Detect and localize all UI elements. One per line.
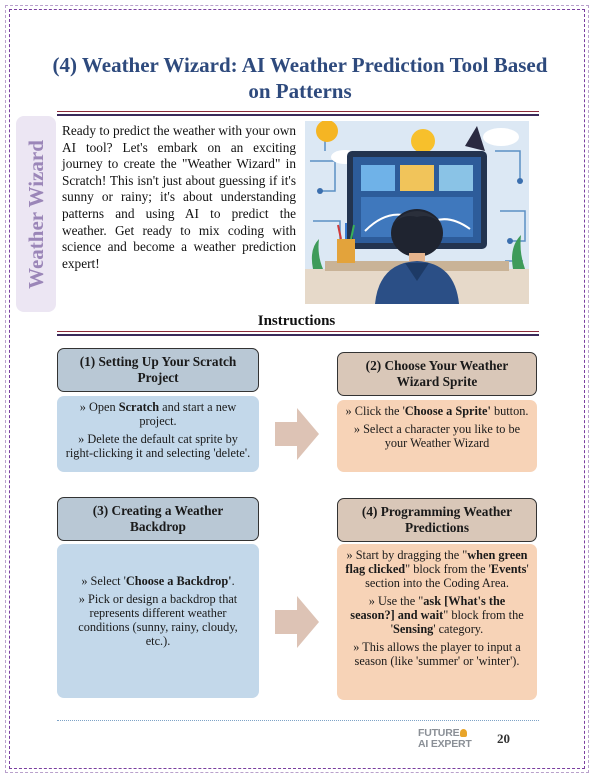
- step-bullet: » Pick or design a backdrop that represe…: [78, 592, 238, 648]
- intro-paragraph: Ready to predict the weather with your o…: [62, 123, 296, 271]
- page-title: (4) Weather Wizard: AI Weather Predictio…: [52, 53, 548, 103]
- instructions-heading: Instructions: [257, 313, 336, 329]
- bold-term: Scratch: [118, 400, 160, 414]
- step-3-title: (3) Creating a Weather Backdrop: [57, 497, 259, 541]
- bold-term: ask [What's the season?] and wait: [350, 594, 506, 622]
- step-bullet: » Use the "ask [What's the season?] and …: [350, 594, 524, 636]
- step-bullet: » This allows the player to input a seas…: [353, 640, 521, 668]
- step-bullet: » Select 'Choose a Backdrop'.: [81, 574, 235, 588]
- step-bullet: » Delete the default cat sprite by right…: [65, 432, 251, 460]
- future-ai-expert-logo: FUTURE AI EXPERT: [418, 728, 490, 750]
- side-label-tab: Weather Wizard: [16, 116, 56, 312]
- bold-term: Choose a Backdrop': [125, 574, 232, 588]
- step-bullet: » Start by dragging the "when green flag…: [345, 548, 529, 590]
- right-arrow-icon: [275, 596, 319, 648]
- step-4-title: (4) Programming Weather Predictions: [337, 498, 537, 542]
- step-bullet: » Open Scratch and start a new project.: [79, 400, 237, 428]
- bold-term: Events: [490, 562, 527, 576]
- logo-line-2: AI EXPERT: [418, 738, 472, 750]
- footer-divider: [57, 720, 539, 721]
- page-border: [5, 5, 589, 773]
- side-label: Weather Wizard: [23, 139, 48, 289]
- bold-term: when green flag clicked: [345, 548, 528, 576]
- instructions-divider: [57, 331, 539, 336]
- bold-term: Sensing: [392, 622, 434, 636]
- kid-at-computer-illustration: [305, 121, 529, 304]
- step-2-title: (2) Choose Your Weather Wizard Sprite: [337, 352, 537, 396]
- hero-illustration: [305, 121, 529, 304]
- step-4-body: » Start by dragging the "when green flag…: [337, 544, 537, 700]
- step-1-body: » Open Scratch and start a new project. »…: [57, 396, 259, 472]
- step-1-title: (1) Setting Up Your Scratch Project: [57, 348, 259, 392]
- title-divider: [57, 111, 539, 116]
- page-number: 20: [497, 731, 510, 746]
- step-3-body: » Select 'Choose a Backdrop'. » Pick or d…: [57, 544, 259, 698]
- step-bullet: » Click the 'Choose a Sprite' button.: [345, 404, 529, 418]
- step-2-body: » Click the 'Choose a Sprite' button. » S…: [337, 400, 537, 472]
- right-arrow-icon: [275, 408, 319, 460]
- lightbulb-icon: [460, 729, 468, 737]
- logo-line-1: FUTURE: [418, 727, 460, 739]
- bold-term: Choose a Sprite': [404, 404, 491, 418]
- step-bullet: » Select a character you like to be your…: [353, 422, 521, 450]
